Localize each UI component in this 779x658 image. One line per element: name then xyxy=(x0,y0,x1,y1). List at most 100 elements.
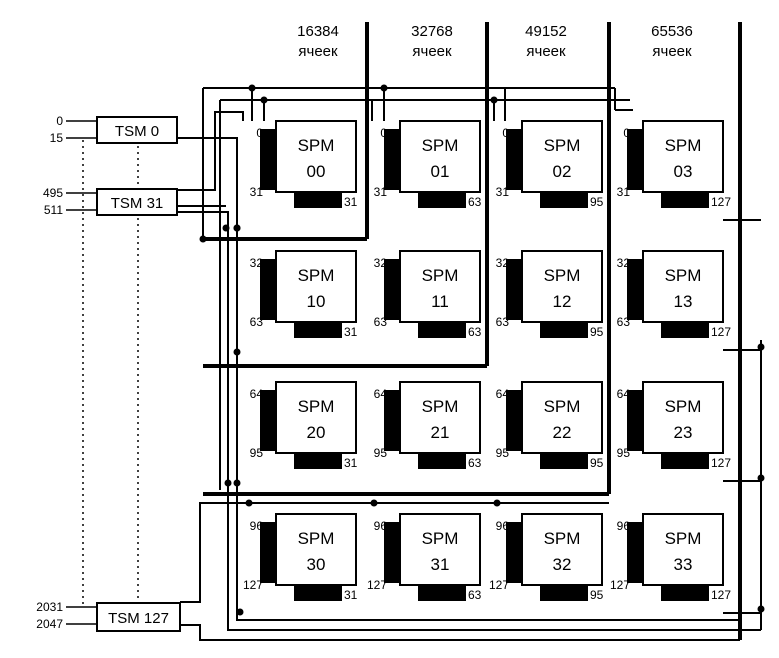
bottom-pin-bracket xyxy=(540,192,588,208)
bottom-pin-right: 31 xyxy=(344,195,358,209)
spm-box xyxy=(642,513,724,586)
junction-dot xyxy=(224,479,232,487)
left-pin-dots: ⋮ xyxy=(258,287,272,299)
left-pin-dots: ⋮ xyxy=(504,550,518,562)
left-pin-top: 32 xyxy=(250,256,264,270)
column-header-count: 65536 xyxy=(651,23,693,40)
tsm-block xyxy=(96,188,178,216)
bottom-pin-left: 0 xyxy=(298,588,305,602)
spm-id: 31 xyxy=(431,555,450,574)
bottom-pin-bracket xyxy=(418,585,466,601)
bottom-pin-left: 0 xyxy=(298,195,305,209)
spm-title: SPM xyxy=(665,529,702,548)
left-pin-dots: ⋮ xyxy=(382,287,396,299)
left-pin-bracket xyxy=(627,129,643,190)
bottom-pin-right: 95 xyxy=(590,325,604,339)
bottom-pin-right: 127 xyxy=(711,456,731,470)
left-pin-dots: ⋮ xyxy=(382,157,396,169)
bottom-pin-bracket xyxy=(540,453,588,469)
left-pin-top: 0 xyxy=(502,126,509,140)
junction-dot xyxy=(233,479,241,487)
left-pin-top: 64 xyxy=(617,387,631,401)
spm-title: SPM xyxy=(665,397,702,416)
bottom-pin-right: 63 xyxy=(468,325,482,339)
spm-box xyxy=(642,250,724,323)
left-pin-top: 32 xyxy=(617,256,631,270)
bottom-pin-left: 0 xyxy=(298,456,305,470)
spm-box xyxy=(399,381,481,454)
bottom-pin-dots: • • • xyxy=(679,319,698,333)
spm-title: SPM xyxy=(665,266,702,285)
bottom-pin-bracket xyxy=(294,453,342,469)
left-pin-bracket xyxy=(260,522,276,583)
left-pin-bottom: 63 xyxy=(374,315,388,329)
spm-title: SPM xyxy=(422,266,459,285)
spm-title: SPM xyxy=(544,529,581,548)
bottom-pin-bracket xyxy=(661,585,709,601)
spm-box xyxy=(521,513,603,586)
bottom-pin-right: 95 xyxy=(590,588,604,602)
left-pin-bottom: 127 xyxy=(489,578,509,592)
spm-id: 01 xyxy=(431,162,450,181)
bottom-pin-dots: • • • xyxy=(312,319,331,333)
column-header-count: 49152 xyxy=(525,23,567,40)
spm-title: SPM xyxy=(665,136,702,155)
bottom-pin-dots: • • • xyxy=(558,189,577,203)
bottom-pin-left: 0 xyxy=(298,325,305,339)
spm-id: 13 xyxy=(674,292,693,311)
left-pin-bracket xyxy=(384,390,400,451)
left-pin-bottom: 63 xyxy=(250,315,264,329)
bottom-pin-dots: • • • xyxy=(312,189,331,203)
left-pin-top: 32 xyxy=(374,256,388,270)
bottom-pin-bracket xyxy=(418,453,466,469)
left-pin-dots: ⋮ xyxy=(625,157,639,169)
bottom-pin-right: 127 xyxy=(711,588,731,602)
spm-id: 20 xyxy=(307,423,326,442)
left-pin-bracket xyxy=(384,522,400,583)
left-pin-bottom: 127 xyxy=(367,578,387,592)
left-pin-top: 64 xyxy=(374,387,388,401)
left-pin-bracket xyxy=(260,129,276,190)
spm-id: 22 xyxy=(553,423,572,442)
bottom-pin-bracket xyxy=(661,192,709,208)
bottom-pin-right: 95 xyxy=(590,195,604,209)
tsm-label: TSM 0 xyxy=(115,123,159,140)
bottom-pin-left: 32 xyxy=(422,325,436,339)
bottom-pin-bracket xyxy=(418,192,466,208)
left-pin-bracket xyxy=(384,259,400,320)
left-pin-bottom: 127 xyxy=(243,578,263,592)
left-pin-top: 64 xyxy=(496,387,510,401)
spm-title: SPM xyxy=(298,529,335,548)
tsm-input-label: 2047 xyxy=(36,617,63,631)
left-pin-top: 0 xyxy=(380,126,387,140)
column-header-unit: ячеек xyxy=(526,43,566,60)
bottom-pin-left: 32 xyxy=(422,195,436,209)
tsm-block xyxy=(96,116,178,144)
left-pin-bottom: 31 xyxy=(374,185,388,199)
tsm-label: TSM 127 xyxy=(108,610,169,627)
spm-id: 02 xyxy=(553,162,572,181)
bottom-pin-bracket xyxy=(540,585,588,601)
junction-dot xyxy=(236,608,244,616)
wires xyxy=(66,22,765,641)
left-pin-bottom: 31 xyxy=(617,185,631,199)
left-pin-top: 96 xyxy=(617,519,631,533)
tsm-label: TSM 31 xyxy=(111,195,164,212)
left-pin-top: 32 xyxy=(496,256,510,270)
left-pin-dots: ⋮ xyxy=(504,287,518,299)
